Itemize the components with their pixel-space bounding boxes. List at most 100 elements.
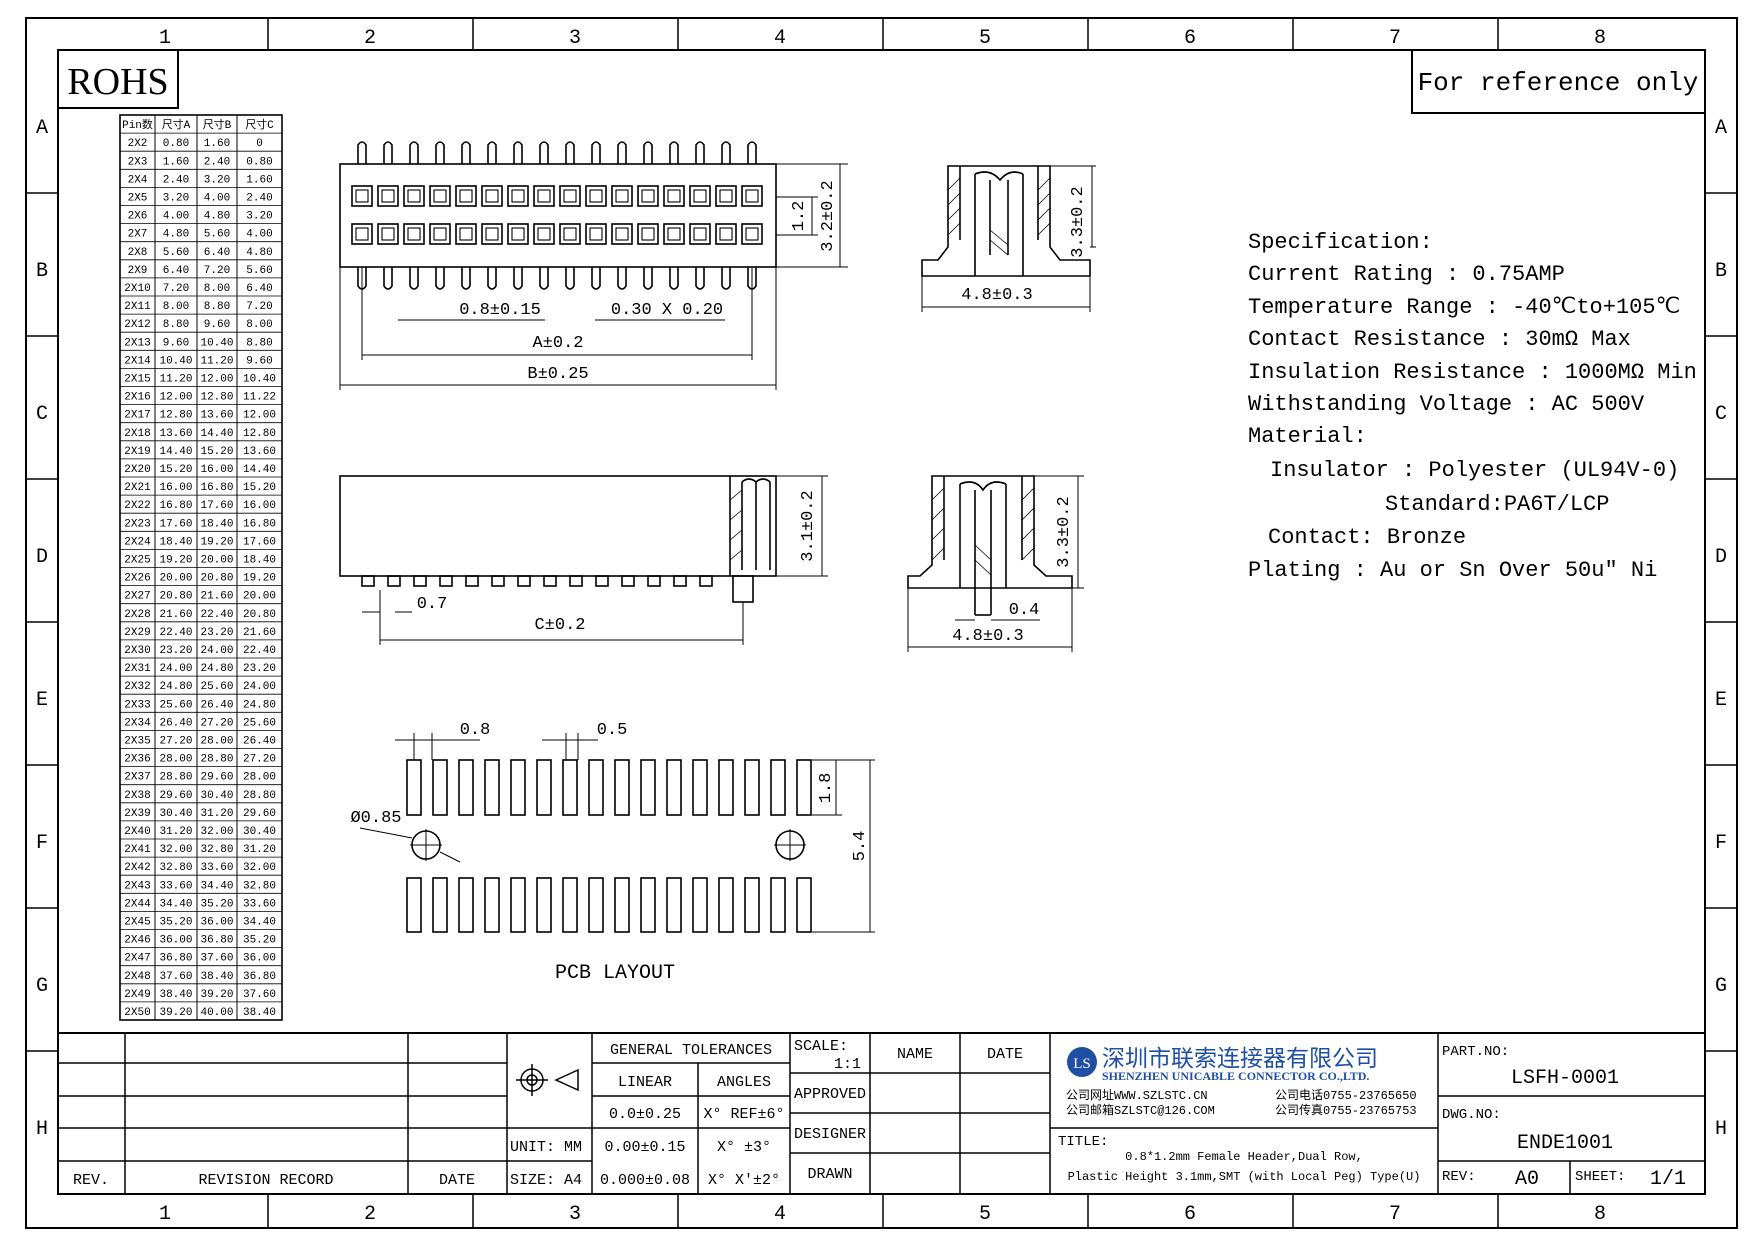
table-cell: 24.80 [200,663,233,675]
top-pin [357,141,367,164]
side-pin [517,575,531,587]
title-block: REV. REVISION RECORD DATE UNIT: MM SIZE:… [58,1032,1705,1194]
contact-cell [637,185,659,207]
contact-cell [455,223,477,245]
pcb-pad [484,759,500,816]
table-cell: 2.40 [246,193,272,205]
table-cell: 2X49 [124,989,150,1001]
table-cell: 29.60 [200,772,233,784]
col-label: 7 [1389,27,1401,50]
contact-cell [403,223,425,245]
table-cell: 0 [256,138,263,150]
table-cell: 2X22 [124,500,150,512]
table-cell: 25.60 [200,681,233,693]
col-label: 2 [364,27,376,50]
contact-cell [715,185,737,207]
table-cell: 2X32 [124,681,150,693]
table-cell: 8.80 [163,319,189,331]
table-cell: 2X30 [124,645,150,657]
side-pin [387,575,401,587]
table-cell: 32.00 [159,844,192,856]
table-cell: 15.20 [159,464,192,476]
table-cell: 24.80 [159,681,192,693]
table-cell: 36.80 [159,953,192,965]
col-label: 6 [1184,1203,1196,1226]
table-cell: 2X16 [124,392,150,404]
tolerance-1: 0.0±0.25 [609,1106,681,1123]
table-cell: 38.40 [159,989,192,1001]
top-pin [591,141,601,164]
table-cell: 7.20 [163,283,189,295]
side-pin [413,575,427,587]
table-cell: 17.60 [243,536,276,548]
table-cell: 11.22 [243,392,276,404]
dim-pin-size: 0.30 X 0.20 [611,301,723,320]
table-cell: 12.00 [159,392,192,404]
col-label: 1 [159,1203,171,1226]
table-cell: 36.80 [200,935,233,947]
table-cell: 33.60 [200,862,233,874]
table-cell: 22.40 [159,627,192,639]
table-cell: 2X24 [124,536,151,548]
side-pin [569,575,583,587]
table-cell: 26.40 [243,736,276,748]
table-cell: 29.60 [243,808,276,820]
contact-cell-inner [537,227,551,241]
table-cell: 20.00 [200,555,233,567]
table-cell: 21.60 [200,591,233,603]
table-cell: 0.80 [246,156,272,168]
table-cell: 2X12 [124,319,150,331]
spec-temperature: Temperature Range : -40℃to+105℃ [1248,295,1680,320]
table-cell: 2X14 [124,355,151,367]
title-line-2: Plastic Height 3.1mm,SMT (with Local Peg… [1068,1170,1421,1184]
pcb-pad [588,877,604,933]
table-cell: 3.20 [204,174,230,186]
dim-side-07: 0.7 [417,595,448,614]
col-label: 2 [364,1203,376,1226]
company-logo-icon: LS [1067,1047,1097,1077]
rohs-label: ROHS [67,61,168,103]
table-cell: 20.80 [200,573,233,585]
pcb-pad [770,877,786,933]
pcb-pad [562,877,578,933]
contact-cell [559,223,581,245]
contact-cell [507,185,529,207]
dim-end-04: 0.4 [1009,601,1040,620]
contact-cell [455,185,477,207]
table-cell: 16.80 [200,482,233,494]
table-cell: 4.80 [246,247,272,259]
table-cell: 4.00 [163,211,189,223]
table-cell: 14.40 [200,428,233,440]
pcb-pad [588,759,604,816]
top-pin [539,141,549,164]
pcb-pad [640,877,656,933]
row-label: A [1715,117,1727,140]
tolerance-2: 0.00±0.15 [604,1139,685,1156]
company-name-en: SHENZHEN UNICABLE CONNECTOR CO.,LTD. [1102,1069,1369,1083]
table-cell: 10.40 [200,337,233,349]
pcb-pad [510,877,526,933]
company-email: 公司邮箱SZLSTC@126.COM [1066,1102,1215,1118]
table-cell: 2X9 [128,265,148,277]
table-cell: 39.20 [159,1007,192,1019]
row-label: C [1715,403,1727,426]
dim-height-12: 1.2 [790,201,809,232]
bottom-pin [461,267,471,290]
table-cell: 32.00 [243,862,276,874]
table-cell: 4.80 [163,229,189,241]
pcb-pad [666,877,682,933]
dim-b: B±0.25 [527,365,588,384]
pcb-pad [692,759,708,816]
dim-pcb-05: 0.5 [597,721,628,740]
table-cell: 2X26 [124,573,150,585]
table-cell: 2X34 [124,717,151,729]
contact-cell [637,223,659,245]
row-label: E [36,689,48,712]
table-cell: 5.60 [246,265,272,277]
row-label: E [1715,689,1727,712]
spec-heading: Specification: [1248,230,1433,255]
col-label: 6 [1184,27,1196,50]
pcb-layout: 0.8 0.5 1.8 5.4 Ø0.85 PCB LAYOUT [350,721,875,985]
table-cell: 28.00 [159,754,192,766]
table-cell: 9.60 [204,319,230,331]
